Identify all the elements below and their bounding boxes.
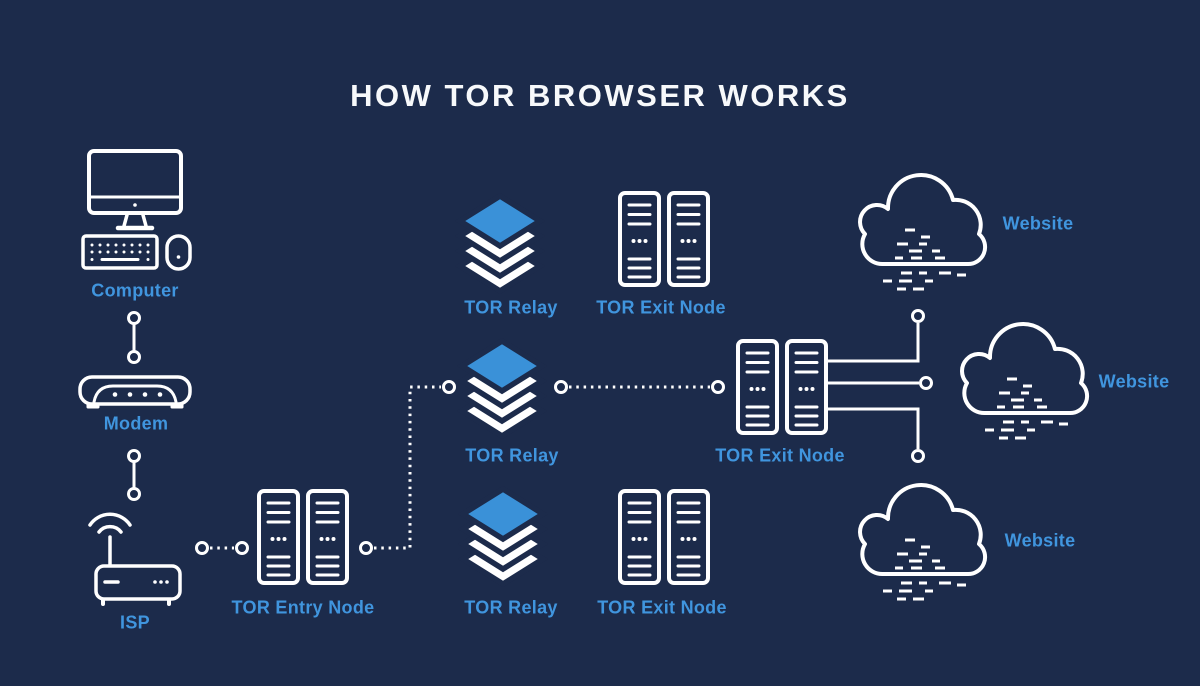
- website-top-cloud-icon: [858, 173, 988, 291]
- link-exit-websites: [828, 309, 933, 463]
- website-top-label: Website: [1002, 213, 1074, 234]
- tor-exit-node-bottom-icon: [618, 489, 710, 585]
- tor-relay-middle-label: TOR Relay: [465, 445, 559, 466]
- tor-entry-node-icon: [257, 489, 349, 585]
- tor-relay-top-icon: [460, 196, 540, 291]
- link-computer-modem: [127, 311, 141, 364]
- link-isp-entry: [195, 541, 249, 555]
- link-entry-relay: [359, 380, 456, 555]
- website-middle-label: Website: [1098, 371, 1170, 392]
- modem-label: Modem: [103, 413, 169, 434]
- tor-relay-bottom-label: TOR Relay: [464, 597, 558, 618]
- computer-label: Computer: [91, 280, 179, 301]
- website-middle-cloud-icon: [960, 322, 1090, 440]
- tor-exit-node-top-icon: [618, 191, 710, 287]
- modem-icon: [78, 375, 192, 409]
- tor-relay-middle-icon: [462, 341, 542, 436]
- keyboard-keys: [90, 243, 150, 261]
- computer-icon: [81, 149, 192, 271]
- tor-relay-top-label: TOR Relay: [464, 297, 558, 318]
- page-title: HOW TOR BROWSER WORKS: [350, 78, 850, 113]
- tor-exit-node-top-label: TOR Exit Node: [596, 297, 726, 318]
- tor-exit-node-middle-label: TOR Exit Node: [715, 445, 845, 466]
- tor-exit-node-middle-icon: [736, 339, 828, 435]
- isp-label: ISP: [120, 612, 150, 633]
- isp-router-icon: [88, 512, 182, 606]
- link-relay-exit: [554, 380, 725, 394]
- link-modem-isp: [127, 449, 141, 501]
- tor-exit-node-bottom-label: TOR Exit Node: [597, 597, 727, 618]
- tor-entry-node-label: TOR Entry Node: [231, 597, 375, 618]
- website-bottom-cloud-icon: [858, 483, 988, 601]
- website-bottom-label: Website: [1004, 530, 1076, 551]
- tor-relay-bottom-icon: [463, 489, 543, 584]
